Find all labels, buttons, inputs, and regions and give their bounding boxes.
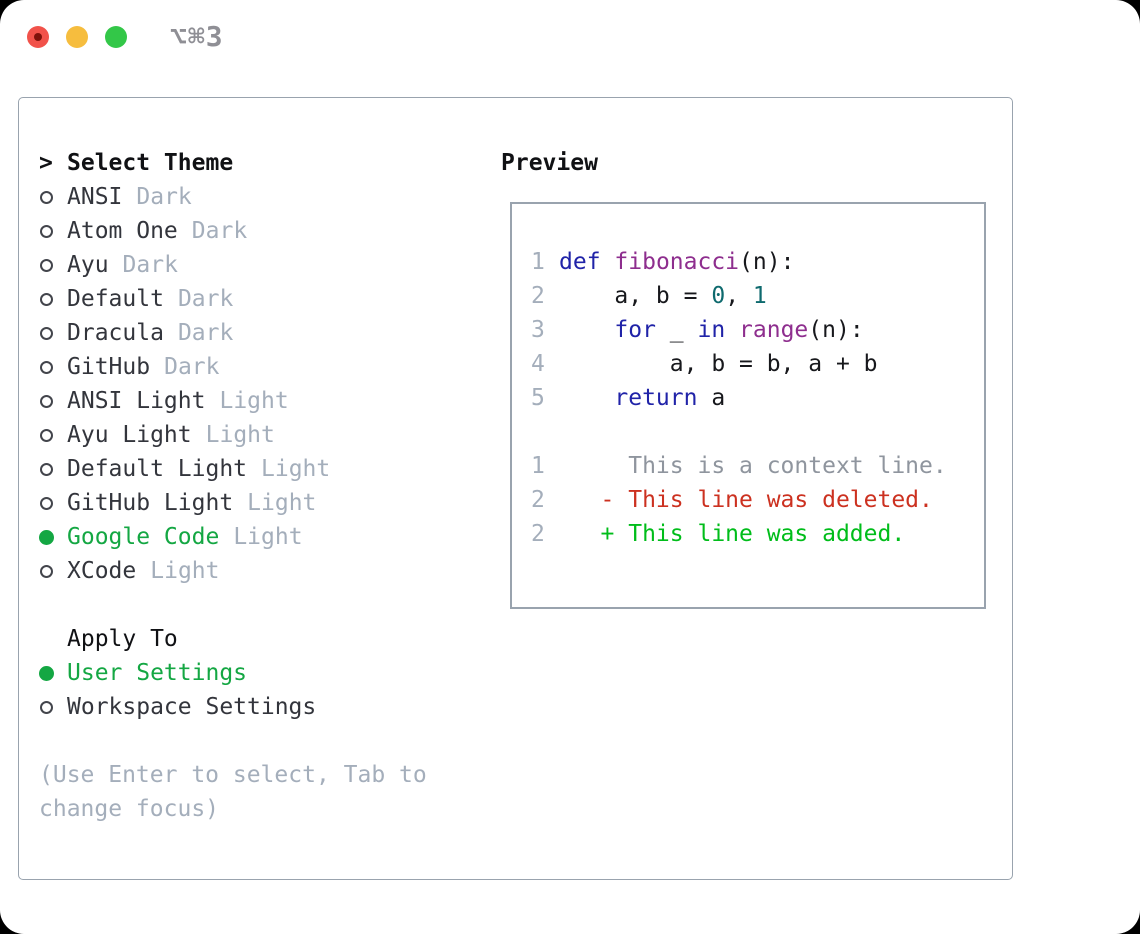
code-line: 2 a, b = 0, 1 bbox=[531, 279, 984, 313]
theme-option-ansi-light[interactable]: ANSI Light Light bbox=[39, 384, 501, 418]
code-line: 3 for _ in range(n): bbox=[531, 313, 984, 347]
radio-icon bbox=[40, 224, 53, 238]
theme-name: Default bbox=[67, 286, 164, 312]
theme-option-ayu-light[interactable]: Ayu Light Light bbox=[39, 418, 501, 452]
theme-name: ANSI bbox=[67, 184, 123, 210]
theme-name: ANSI Light bbox=[67, 388, 206, 414]
line-number: 2 bbox=[531, 487, 545, 513]
theme-option-dracula[interactable]: Dracula Dark bbox=[39, 316, 501, 350]
diff-line-context: 1 This is a context line. bbox=[531, 449, 984, 483]
diff-line-text: This is a context line. bbox=[559, 453, 947, 479]
spacer bbox=[531, 415, 984, 449]
spacer bbox=[39, 588, 501, 622]
record-dot-icon bbox=[34, 33, 42, 41]
radio-selected-icon bbox=[39, 665, 54, 681]
theme-variant: Dark bbox=[177, 320, 234, 346]
theme-name: Google Code bbox=[67, 524, 220, 550]
apply-option-name: Workspace Settings bbox=[67, 694, 317, 720]
radio-icon bbox=[40, 190, 53, 204]
theme-variant: Light bbox=[219, 388, 289, 414]
theme-variant: Light bbox=[205, 422, 275, 448]
minimize-button[interactable] bbox=[66, 26, 88, 48]
theme-variant: Dark bbox=[122, 252, 178, 278]
line-number: 5 bbox=[531, 385, 545, 411]
apply-to-header: Apply To bbox=[39, 622, 501, 656]
theme-option-github-light[interactable]: GitHub Light Light bbox=[39, 486, 501, 520]
diff-preview: 1 This is a context line.2 - This line w… bbox=[531, 449, 984, 551]
theme-variant: Dark bbox=[164, 354, 220, 380]
line-number: 1 bbox=[531, 453, 545, 479]
spacer bbox=[39, 724, 501, 758]
theme-option-default[interactable]: Default Dark bbox=[39, 282, 501, 316]
line-number: 4 bbox=[531, 351, 545, 377]
theme-name: XCode bbox=[67, 558, 137, 584]
theme-variant: Light bbox=[233, 524, 303, 550]
radio-icon bbox=[40, 326, 53, 340]
diff-line-deleted: 2 - This line was deleted. bbox=[531, 483, 984, 517]
radio-icon bbox=[40, 700, 53, 714]
radio-icon bbox=[40, 496, 53, 510]
theme-name: Atom One bbox=[67, 218, 178, 244]
apply-to-label: Apply To bbox=[67, 626, 178, 652]
theme-option-ansi[interactable]: ANSI Dark bbox=[39, 180, 501, 214]
radio-icon bbox=[40, 360, 53, 374]
radio-icon bbox=[40, 292, 53, 306]
line-number: 2 bbox=[531, 521, 545, 547]
diff-line-text: + This line was added. bbox=[559, 521, 906, 547]
theme-variant: Dark bbox=[136, 184, 192, 210]
radio-icon bbox=[40, 394, 53, 408]
select-theme-header: > Select Theme bbox=[39, 146, 501, 180]
theme-variant: Light bbox=[247, 490, 317, 516]
theme-variant: Light bbox=[261, 456, 331, 482]
theme-name: Ayu Light bbox=[67, 422, 192, 448]
zoom-button[interactable] bbox=[105, 26, 127, 48]
radio-icon bbox=[40, 462, 53, 476]
line-number: 3 bbox=[531, 317, 545, 343]
radio-selected-icon bbox=[39, 529, 54, 545]
theme-option-default-light[interactable]: Default Light Light bbox=[39, 452, 501, 486]
theme-variant: Dark bbox=[191, 218, 248, 244]
radio-icon bbox=[40, 564, 53, 578]
theme-name: Default Light bbox=[67, 456, 248, 482]
apply-option-user-settings[interactable]: User Settings bbox=[39, 656, 501, 690]
radio-icon bbox=[40, 258, 53, 272]
theme-option-github[interactable]: GitHub Dark bbox=[39, 350, 501, 384]
theme-name: Ayu bbox=[67, 252, 109, 278]
theme-name: GitHub bbox=[67, 354, 151, 380]
code-line: 5 return a bbox=[531, 381, 984, 415]
close-button[interactable] bbox=[27, 26, 49, 48]
theme-name: GitHub Light bbox=[67, 490, 234, 516]
theme-option-atom-one[interactable]: Atom One Dark bbox=[39, 214, 501, 248]
diff-line-added: 2 + This line was added. bbox=[531, 517, 984, 551]
code-line: 4 a, b = b, a + b bbox=[531, 347, 984, 381]
theme-option-xcode[interactable]: XCode Light bbox=[39, 554, 501, 588]
theme-option-google-code[interactable]: Google Code Light bbox=[39, 520, 501, 554]
theme-variant: Light bbox=[150, 558, 220, 584]
theme-name: Dracula bbox=[67, 320, 164, 346]
page-title: Select Theme bbox=[67, 150, 234, 176]
prompt-icon: > bbox=[39, 150, 53, 176]
apply-option-workspace-settings[interactable]: Workspace Settings bbox=[39, 690, 501, 724]
hint-text: (Use Enter to select, Tab to change focu… bbox=[39, 762, 427, 822]
theme-option-ayu[interactable]: Ayu Dark bbox=[39, 248, 501, 282]
window-title: ⌥⌘3 bbox=[170, 20, 224, 53]
preview-title: Preview bbox=[501, 150, 598, 176]
line-number: 2 bbox=[531, 283, 545, 309]
diff-line-text: - This line was deleted. bbox=[559, 487, 933, 513]
theme-variant: Dark bbox=[177, 286, 234, 312]
radio-icon bbox=[40, 428, 53, 442]
line-number: 1 bbox=[531, 249, 545, 275]
apply-option-name: User Settings bbox=[67, 660, 248, 686]
titlebar: ⌥⌘3 bbox=[27, 20, 224, 53]
